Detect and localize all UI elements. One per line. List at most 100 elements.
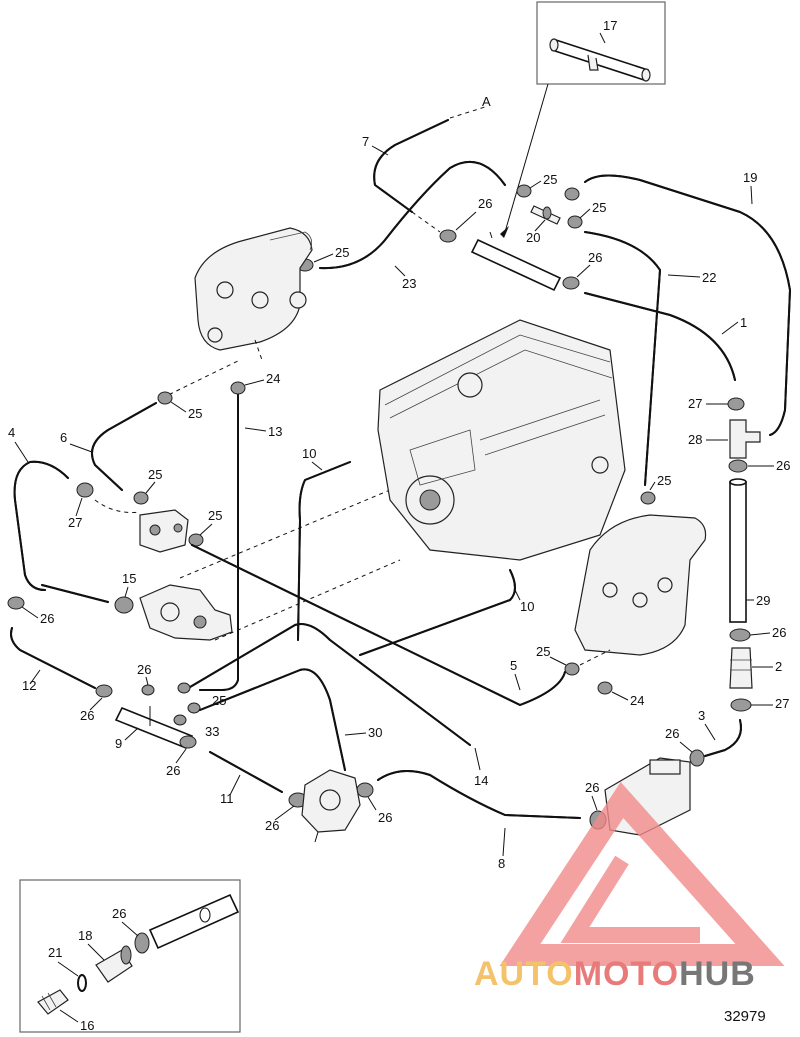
tee-fitting-28 bbox=[729, 419, 761, 459]
clamp-27-right-bottom bbox=[730, 698, 752, 712]
water-tube-part-17 bbox=[549, 38, 651, 82]
callout-9: 9 bbox=[115, 736, 122, 751]
figure-number: 32979 bbox=[724, 1008, 766, 1025]
hose-19 bbox=[584, 174, 791, 436]
clamp-26-top bbox=[439, 229, 457, 243]
hose-22 bbox=[584, 231, 661, 486]
hose-4 bbox=[13, 460, 69, 591]
watermark-part-auto: AUTO bbox=[474, 955, 574, 993]
callout-26-i: 26 bbox=[772, 625, 786, 640]
hose-13 bbox=[199, 394, 239, 691]
callout-26-g: 26 bbox=[265, 818, 279, 833]
callout-25-e: 25 bbox=[148, 467, 162, 482]
callout-25-f: 25 bbox=[208, 508, 222, 523]
clamp-26-fitting9 bbox=[141, 684, 197, 749]
clamp-25-hose5 bbox=[564, 662, 580, 676]
callout-26-e: 26 bbox=[137, 662, 151, 677]
callout-28: 28 bbox=[688, 432, 702, 447]
callout-1: 1 bbox=[740, 315, 747, 330]
watermark-part-hub: HUB bbox=[679, 955, 756, 993]
callout-4: 4 bbox=[8, 425, 15, 440]
callout-30: 30 bbox=[368, 725, 382, 740]
callout-3: 3 bbox=[698, 708, 705, 723]
callout-26-h: 26 bbox=[776, 458, 790, 473]
callout-18: 18 bbox=[78, 928, 92, 943]
clamp-15 bbox=[114, 596, 134, 614]
clamp-33 bbox=[173, 702, 201, 726]
callout-12: 12 bbox=[22, 678, 36, 693]
thermostat-housing bbox=[139, 509, 189, 553]
drain-plug-16 bbox=[37, 989, 69, 1015]
watermark-text: AUTOMOTOHUB bbox=[474, 955, 756, 994]
callout-19: 19 bbox=[743, 170, 757, 185]
hose-15 bbox=[41, 584, 109, 603]
callout-25-h: 25 bbox=[536, 644, 550, 659]
callout-2: 2 bbox=[775, 659, 782, 674]
watermark-part-moto: MOTO bbox=[573, 955, 680, 993]
callout-25-b: 25 bbox=[543, 172, 557, 187]
clamp-26-inset bbox=[134, 932, 150, 954]
callout-17: 17 bbox=[603, 18, 617, 33]
fitting-20 bbox=[530, 205, 561, 225]
hose-29 bbox=[729, 478, 747, 623]
clamp-25-lower bbox=[177, 682, 191, 694]
hose-8 bbox=[377, 770, 581, 819]
callout-26-b: 26 bbox=[588, 250, 602, 265]
callout-27-b: 27 bbox=[688, 396, 702, 411]
callout-26-l: 26 bbox=[585, 780, 599, 795]
clamp-26-right bbox=[728, 459, 748, 473]
callout-20: 20 bbox=[526, 230, 540, 245]
water-tube-installed bbox=[470, 231, 562, 292]
callout-13: 13 bbox=[268, 424, 282, 439]
callout-26-j: 26 bbox=[665, 726, 679, 741]
hose-bundle bbox=[184, 461, 566, 771]
callout-26-m: 26 bbox=[112, 906, 126, 921]
engine-block bbox=[377, 319, 626, 561]
hose-23 bbox=[319, 160, 506, 270]
fitting-2 bbox=[729, 647, 753, 689]
seawater-pump bbox=[301, 769, 361, 843]
o-ring-21 bbox=[77, 974, 87, 992]
callout-10-a: 10 bbox=[302, 446, 316, 461]
callout-29: 29 bbox=[756, 593, 770, 608]
watermark-logo-icon bbox=[499, 781, 785, 966]
callout-24-b: 24 bbox=[630, 693, 644, 708]
clamp-26-hose3 bbox=[689, 749, 705, 767]
clamp-25-hose6 bbox=[157, 391, 173, 405]
callout-6: 6 bbox=[60, 430, 67, 445]
clamp-25-hose22 bbox=[640, 491, 656, 505]
callout-25-g: 25 bbox=[657, 473, 671, 488]
callout-7: 7 bbox=[362, 134, 369, 149]
clamp-27-right-top bbox=[727, 397, 745, 411]
clamp-26-left bbox=[7, 596, 25, 610]
clamp-26-water-tube bbox=[562, 276, 580, 290]
hose-6 bbox=[91, 402, 157, 491]
callout-26-f: 26 bbox=[166, 763, 180, 778]
callout-14: 14 bbox=[474, 773, 488, 788]
hose-3 bbox=[704, 719, 742, 757]
callout-22: 22 bbox=[702, 270, 716, 285]
callout-25-c: 25 bbox=[592, 200, 606, 215]
clamp-25-top-a bbox=[516, 184, 532, 198]
callout-26-c: 26 bbox=[40, 611, 54, 626]
callout-16: 16 bbox=[80, 1018, 94, 1033]
hose-12 bbox=[10, 627, 96, 689]
reference-marker-a: A bbox=[482, 94, 491, 109]
hose-11 bbox=[209, 751, 283, 793]
callout-27-a: 27 bbox=[68, 515, 82, 530]
callout-10-b: 10 bbox=[520, 599, 534, 614]
hose-7 bbox=[373, 119, 449, 213]
clamp-24-bottom bbox=[597, 681, 613, 695]
clamp-26-hose8 bbox=[356, 782, 374, 798]
hose-1 bbox=[584, 292, 736, 381]
clamp-25-top-b bbox=[564, 187, 583, 229]
clamp-25-hose6-end bbox=[133, 491, 149, 505]
callout-26-top: 26 bbox=[478, 196, 492, 211]
callout-33: 33 bbox=[205, 724, 219, 739]
clamp-26-hose12 bbox=[95, 684, 113, 698]
hose-inset bbox=[148, 893, 240, 950]
callout-25-i: 25 bbox=[212, 693, 226, 708]
left-exhaust-manifold bbox=[194, 227, 313, 351]
clamp-26-hose29 bbox=[729, 628, 751, 642]
